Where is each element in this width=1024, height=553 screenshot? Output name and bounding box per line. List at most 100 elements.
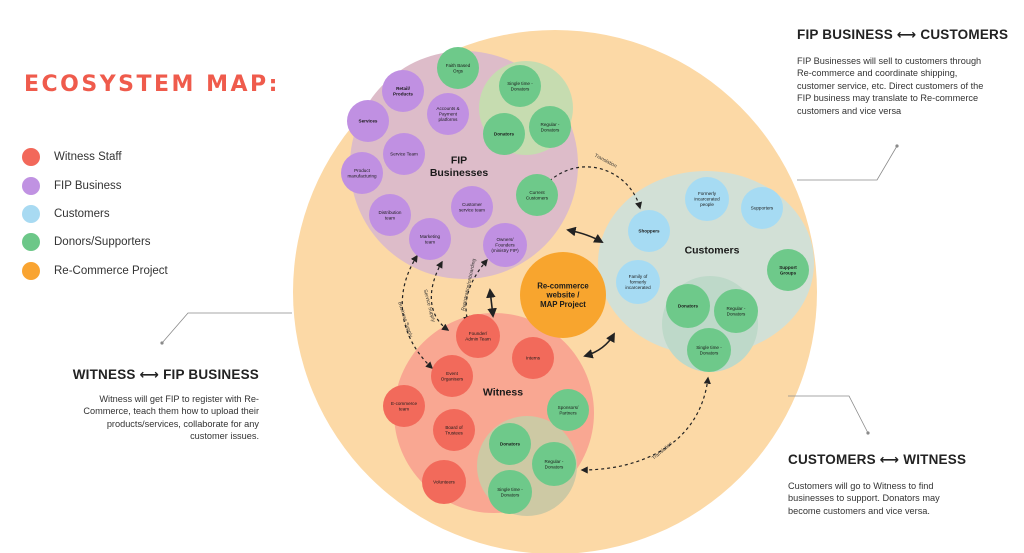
legend-item-customers: Customers — [22, 200, 168, 228]
fip-donors-node — [499, 65, 541, 107]
node-label: Donators — [494, 132, 515, 137]
node-label: Sponsors/Partners — [558, 405, 579, 416]
legend-item-donors: Donors/Supporters — [22, 228, 168, 256]
fip-node — [341, 152, 383, 194]
arrow-recommerce-customers — [583, 332, 615, 359]
legend-label: Customers — [54, 207, 110, 220]
node-label: Regular -Donators — [727, 306, 746, 317]
legend-label: Re-Commerce Project — [54, 264, 168, 277]
fip-business-swatch — [22, 176, 40, 195]
witness-node — [433, 409, 475, 451]
node-label: Volunteers — [433, 480, 455, 485]
customers-donors-node — [767, 249, 809, 291]
witness-group-label: Witness — [483, 387, 523, 399]
witness-donors-node — [532, 442, 576, 486]
arrow-business-supply — [401, 254, 434, 369]
node-label: Service Team — [390, 152, 418, 157]
recommerce-swatch — [22, 261, 40, 280]
node-label: Single time -Donators — [497, 487, 523, 498]
arrow-registration — [463, 258, 488, 324]
node-label: Donators — [500, 442, 521, 447]
customers-node — [685, 177, 729, 221]
fip-node — [451, 186, 493, 228]
legend: Witness Staff FIP Business Customers Don… — [22, 143, 168, 285]
node-label: Single time -Donators — [507, 81, 533, 92]
witness-node — [383, 385, 425, 427]
arrow-translation-top — [543, 166, 643, 210]
arrow-fip-witness — [486, 288, 497, 318]
customers-node — [616, 260, 660, 304]
arrow-fip-customers — [566, 226, 604, 243]
fip-node — [427, 93, 469, 135]
node-label: Regular -Donators — [545, 459, 564, 470]
node-label: Founder/Admin Team — [465, 331, 491, 342]
node-label: Donators — [678, 304, 699, 309]
callout-title: WITNESS ⟷ FIP BUSINESS — [72, 367, 259, 382]
witness-donors-node — [547, 389, 589, 431]
fip-donors-node — [437, 47, 479, 89]
customers-swatch — [22, 204, 40, 223]
legend-label: Donors/Supporters — [54, 236, 151, 249]
node-label: Supporters — [751, 206, 774, 211]
customers-donors-node — [666, 284, 710, 328]
customers-group-label: Customers — [685, 245, 740, 257]
customers-donors-node — [714, 289, 758, 333]
node-label: Services — [359, 119, 378, 124]
donors-swatch — [22, 233, 40, 252]
legend-label: FIP Business — [54, 179, 122, 192]
legend-item-witness-staff: Witness Staff — [22, 143, 168, 171]
callout-title: FIP BUSINESS ⟷ CUSTOMERS — [797, 27, 1009, 42]
node-label: Regular -Donators — [541, 122, 560, 133]
arrow-translation-bottom — [580, 376, 711, 474]
arrow-service-supply — [430, 260, 450, 331]
callout-text: FIP Businesses will sell to customers th… — [797, 56, 984, 116]
legend-label: Witness Staff — [54, 151, 122, 164]
callout-text: Customers will go to Witness to find bus… — [788, 481, 940, 516]
witness-node — [456, 314, 500, 358]
node-label: Retail/Products — [393, 86, 413, 97]
leader-dot — [895, 144, 899, 148]
page-title: ECOSYSTEM MAP: — [24, 72, 280, 97]
node-label: Single time -Donators — [696, 345, 722, 356]
callout-witness-fip: WITNESS ⟷ FIP BUSINESS Witness will get … — [56, 367, 259, 443]
witness-node — [431, 355, 473, 397]
leader-line-witness-fip — [161, 312, 292, 344]
witness-node — [512, 337, 554, 379]
fip-node — [382, 70, 424, 112]
fip-donors-node — [529, 106, 571, 148]
leader-dot — [160, 341, 164, 345]
callout-text: Witness will get FIP to register with Re… — [83, 394, 259, 442]
callout-title: CUSTOMERS ⟷ WITNESS — [788, 452, 967, 467]
callout-customers-witness: CUSTOMERS ⟷ WITNESS Customers will go to… — [788, 452, 1003, 517]
callout-fip-customers: FIP BUSINESS ⟷ CUSTOMERS FIP Businesses … — [797, 27, 1012, 117]
customers-node — [741, 187, 783, 229]
witness-node — [422, 460, 466, 504]
customers-donors-node — [687, 328, 731, 372]
fip-node — [369, 194, 411, 236]
leader-line-customers-witness — [788, 395, 869, 434]
leader-line-fip-customers — [797, 145, 898, 181]
node-label: Owners/Founders(ministry FIP) — [491, 237, 519, 253]
recommerce-node — [520, 252, 606, 338]
witness-staff-swatch — [22, 148, 40, 167]
fip-node — [483, 223, 527, 267]
legend-item-recommerce: Re-Commerce Project — [22, 257, 168, 285]
fip-node — [383, 133, 425, 175]
fip-donors-node — [516, 174, 558, 216]
fip-donors-node — [483, 113, 525, 155]
fip-node — [409, 218, 451, 260]
leader-dot — [866, 431, 870, 435]
witness-donors-node — [488, 470, 532, 514]
fip-node — [347, 100, 389, 142]
